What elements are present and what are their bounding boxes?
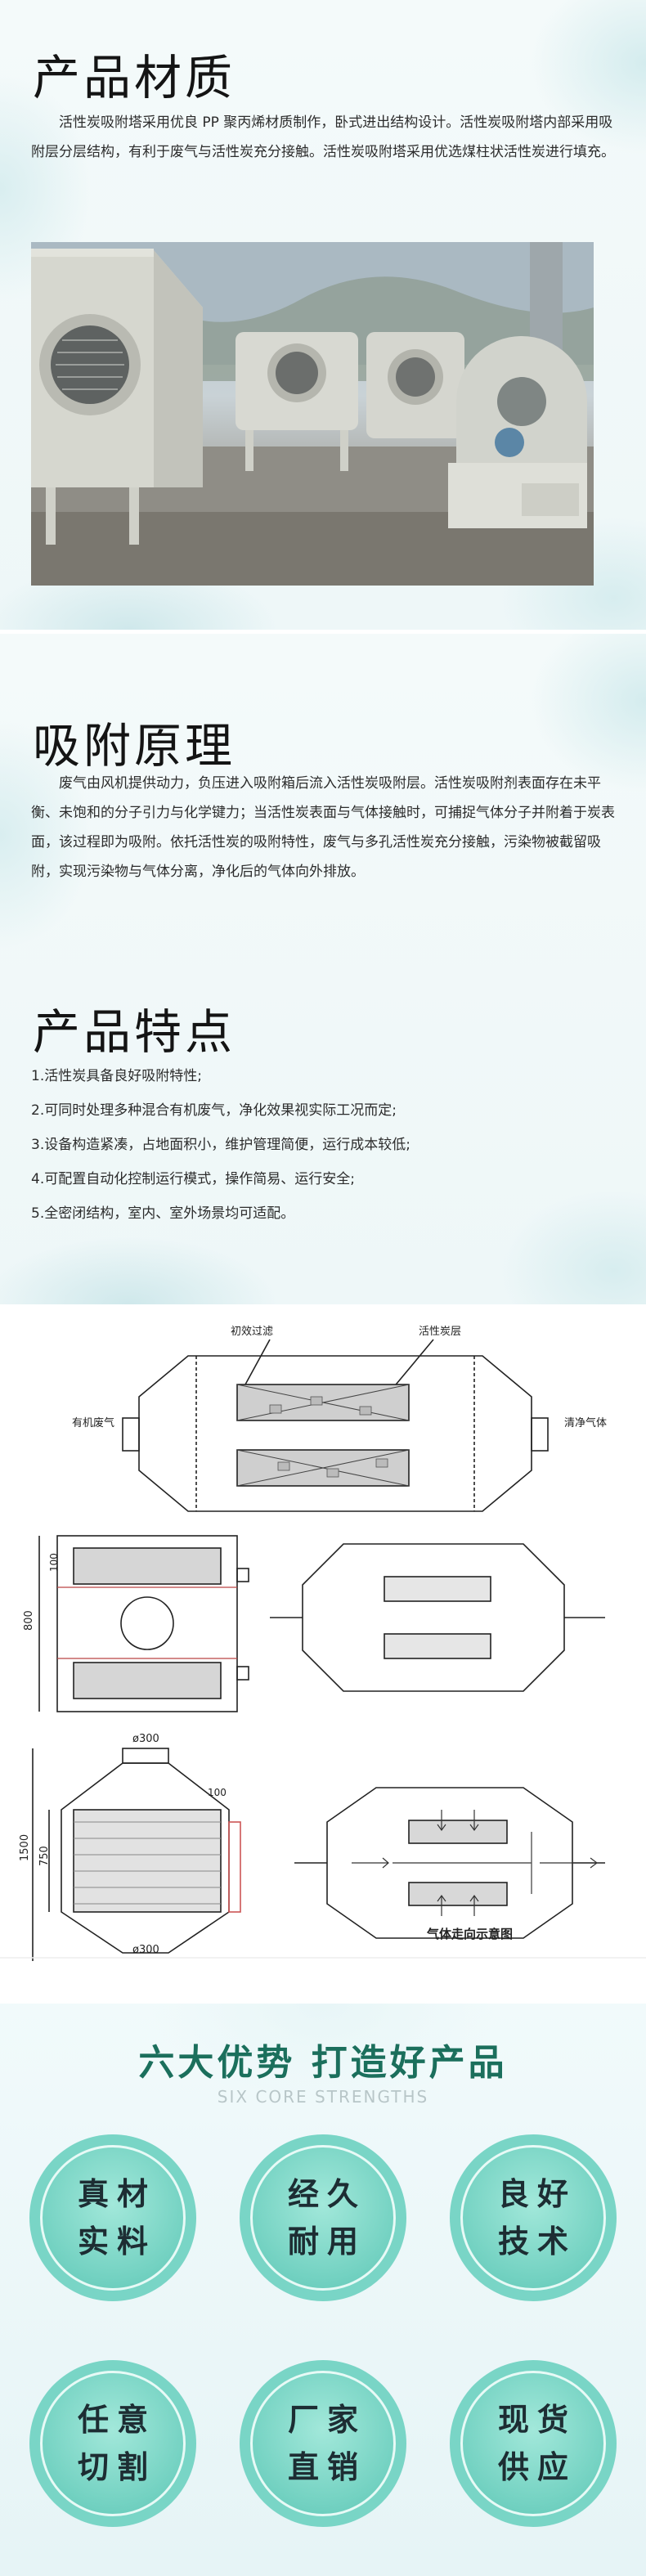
feature-item: 5.全密闭结构，室内、室外场景均可适配。 bbox=[31, 1205, 295, 1222]
strength-badge-6: 现货供应 bbox=[450, 2360, 617, 2527]
label-prefilter: 初效过滤 bbox=[231, 1326, 273, 1338]
dim-800: 800 bbox=[23, 1610, 35, 1631]
strength-line: 良好 bbox=[497, 2176, 576, 2212]
strength-line: 耐用 bbox=[287, 2224, 366, 2260]
strength-line: 现货 bbox=[497, 2402, 576, 2438]
dim-300-bottom: ø300 bbox=[132, 1944, 159, 1956]
material-title: 产品材质 bbox=[33, 50, 236, 105]
strength-line: 供应 bbox=[497, 2449, 576, 2485]
flow-caption: 气体走向示意图 bbox=[426, 1927, 513, 1941]
tower-outline bbox=[138, 1355, 532, 1512]
equipment-illustration bbox=[31, 242, 594, 586]
label-inlet: 有机废气 bbox=[72, 1416, 114, 1429]
structure-diagrams: 初效过滤 活性炭层 有机废气 清净气体 800 100 bbox=[0, 1307, 646, 1961]
feature-item: 4.可配置自动化控制运行模式，操作简易、运行安全; bbox=[31, 1171, 355, 1187]
strength-line: 实料 bbox=[77, 2224, 156, 2260]
strength-badge-2: 经久耐用 bbox=[240, 2134, 406, 2301]
strength-line: 厂家 bbox=[287, 2402, 366, 2438]
strength-badge-3: 良好技术 bbox=[450, 2134, 617, 2301]
label-outlet: 清净气体 bbox=[564, 1416, 607, 1429]
features-title: 产品特点 bbox=[33, 1004, 236, 1060]
strengths-title: 六大优势 打造好产品 bbox=[138, 2042, 508, 2084]
principle-text: 废气由风机提供动力，负压进入吸附箱后流入活性炭吸附层。活性炭吸附剂表面存在未平衡… bbox=[31, 775, 615, 880]
principle-section: 吸附原理 废气由风机提供动力，负压进入吸附箱后流入活性炭吸附层。活性炭吸附剂表面… bbox=[0, 634, 646, 1304]
label-carbon-layer: 活性炭层 bbox=[419, 1326, 461, 1338]
dim-100-b: 100 bbox=[208, 1787, 227, 1798]
dim-100-a: 100 bbox=[48, 1553, 60, 1572]
product-photo bbox=[31, 242, 594, 586]
structure-diagram-svg: 初效过滤 活性炭层 有机废气 清净气体 800 100 bbox=[0, 1326, 646, 1961]
strength-badge-5: 厂家直销 bbox=[240, 2360, 406, 2527]
strength-line: 切割 bbox=[77, 2449, 156, 2485]
feature-item: 2.可同时处理多种混合有机废气，净化效果视实际工况而定; bbox=[31, 1102, 397, 1119]
feature-item: 3.设备构造紧凑，占地面积小，维护管理简便，运行成本较低; bbox=[31, 1137, 410, 1153]
features-list: 1.活性炭具备良好吸附特性; 2.可同时处理多种混合有机废气，净化效果视实际工况… bbox=[31, 1059, 617, 1231]
strength-line: 任意 bbox=[77, 2402, 156, 2438]
dim-300-top: ø300 bbox=[132, 1733, 159, 1745]
strength-badge-1: 真材实料 bbox=[29, 2134, 196, 2301]
strength-line: 经久 bbox=[287, 2176, 366, 2212]
material-section: 产品材质 活性炭吸附塔采用优良 PP 聚丙烯材质制作，卧式进出结构设计。活性炭吸… bbox=[0, 0, 646, 630]
strengths-section: 六大优势 打造好产品 SIX CORE STRENGTHS 真材实料 经久耐用 … bbox=[0, 2004, 646, 2576]
strengths-subtitle: SIX CORE STRENGTHS bbox=[217, 2087, 429, 2107]
strength-line: 技术 bbox=[497, 2224, 576, 2260]
strength-line: 直销 bbox=[287, 2449, 366, 2485]
material-text: 活性炭吸附塔采用优良 PP 聚丙烯材质制作，卧式进出结构设计。活性炭吸附塔内部采… bbox=[31, 114, 615, 160]
dim-750: 750 bbox=[38, 1846, 51, 1866]
feature-item: 1.活性炭具备良好吸附特性; bbox=[31, 1068, 202, 1084]
dim-1500: 1500 bbox=[19, 1834, 31, 1861]
strength-badge-4: 任意切割 bbox=[29, 2360, 196, 2527]
principle-title: 吸附原理 bbox=[33, 718, 236, 774]
strength-line: 真材 bbox=[77, 2176, 156, 2212]
